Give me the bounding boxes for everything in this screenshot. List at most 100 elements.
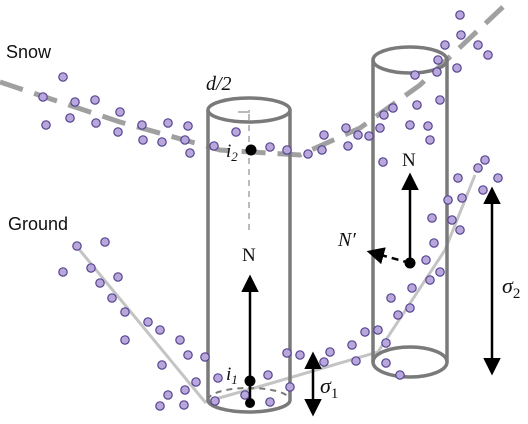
sample-point [183,350,193,360]
sample-point [113,272,123,282]
sample-point [325,347,335,357]
sample-point [483,50,493,60]
sample-point [381,358,391,368]
sample-point [95,278,105,288]
point-right [404,257,416,269]
sample-point [373,325,383,335]
sample-point [200,352,210,362]
sample-point [265,397,275,407]
sample-point [90,95,100,105]
sample-point [429,238,439,248]
normal-prime-arrow [366,247,411,265]
sample-point [319,357,329,367]
sample-point [91,118,101,128]
sample-point [432,67,442,77]
sample-point [395,370,405,380]
sample-point [388,103,398,113]
sample-point [282,348,292,358]
sample-point [282,145,292,155]
sample-point [155,401,165,411]
sample-point [425,135,435,145]
sample-point [240,390,250,400]
sample-point [58,72,68,82]
sample-point [473,40,483,50]
snow-label: Snow [6,42,52,62]
sample-point [360,327,370,337]
sample-point [65,113,75,123]
sample-point [70,97,80,107]
sample-point [107,293,117,303]
sample-point [347,340,357,350]
sample-point [452,63,462,73]
sample-point [180,385,190,395]
sample-point [405,120,415,130]
sample-point [421,255,431,265]
diameter-label: d/2 [206,73,232,95]
sample-point [378,157,388,167]
sample-point [209,141,219,151]
sample-point [423,121,433,131]
sample-point [455,10,465,20]
sample-point [231,127,241,137]
sample-point [58,267,68,277]
point-i1-lower [245,398,255,408]
sample-point [120,307,130,317]
sample-point [393,310,403,320]
sample-point [457,193,467,203]
sample-point [405,303,415,313]
sample-point [341,123,351,133]
sample-point [72,241,82,251]
sample-point [263,370,273,380]
sample-point [480,155,490,165]
sample-point [440,40,450,50]
sample-point [38,92,48,102]
sample-point [113,127,123,137]
sample-point [493,173,503,183]
sample-point [453,173,463,183]
ground-label: Ground [8,214,68,234]
sample-point [295,350,305,360]
sample-point [180,135,190,145]
normal-prime-label: N′ [337,229,356,251]
sample-point [410,70,420,80]
i2-label: i2 [226,141,238,164]
sigma2-label: σ2 [502,273,520,302]
sample-point [143,317,153,327]
sample-point [379,110,389,120]
sample-point [412,100,422,110]
sample-point [157,137,167,147]
normal-label-left: N [242,245,256,266]
sample-point [155,325,165,335]
point-i2 [245,144,257,156]
sample-point [120,335,130,345]
sample-point [175,335,185,345]
sample-point [100,237,110,247]
point-cloud [38,10,503,411]
sample-point [137,120,147,130]
sample-point [478,185,488,195]
sample-point [163,118,173,128]
sample-point [435,267,445,277]
right-cylinder [371,45,449,379]
sample-point [433,55,443,65]
sample-point [435,95,445,105]
sample-point [456,30,466,40]
sample-point [191,377,201,387]
sample-point [364,131,374,141]
sample-point [163,390,173,400]
sample-point [386,293,396,303]
sample-point [138,135,148,145]
sample-point [265,142,275,152]
sample-point [343,141,353,151]
i1-label: i1 [226,364,238,387]
sample-point [213,373,223,383]
sample-point [183,121,193,131]
sample-point [455,225,465,235]
normal-label-right: N [402,150,416,171]
sample-point [179,400,189,410]
sample-point [427,213,437,223]
sample-point [351,356,361,366]
sample-point [317,145,327,155]
